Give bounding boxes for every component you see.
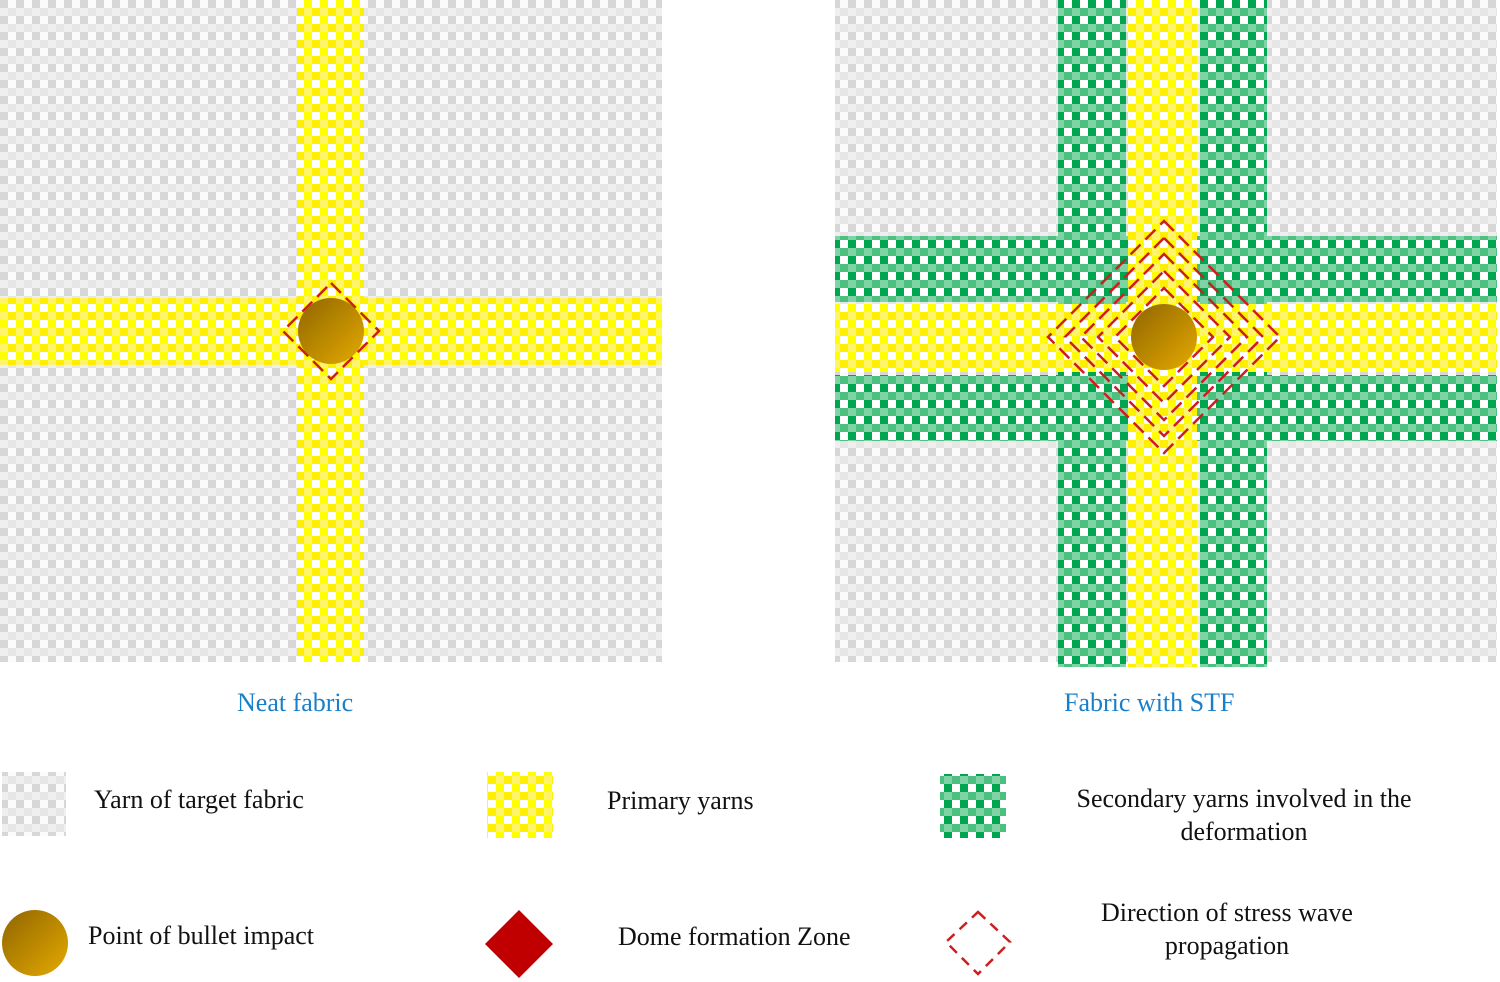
- stf-fabric-caption: Fabric with STF: [1064, 688, 1235, 717]
- gold-circle-icon: [2, 910, 68, 976]
- yellow-weave-swatch-icon: [487, 772, 553, 838]
- dashed-red-diamond-icon: [944, 910, 1012, 976]
- legend-label-target-yarn: Yarn of target fabric: [94, 785, 304, 814]
- legend-label-bullet-impact: Point of bullet impact: [88, 921, 315, 950]
- red-diamond-icon: [485, 910, 553, 978]
- stress-wave-ring: [281, 281, 381, 381]
- green-weave-swatch-icon: [940, 774, 1006, 838]
- legend-label-primary-yarn: Primary yarns: [607, 786, 754, 815]
- neat-fabric-caption: Neat fabric: [237, 688, 354, 717]
- legend-label-secondary-line2: deformation: [1180, 817, 1308, 846]
- legend-label-stress-wave-line2: propagation: [1164, 931, 1290, 960]
- bullet-impact-point: [298, 298, 364, 364]
- stf-fabric-panel: [835, 0, 1497, 667]
- bullet-impact-point: [1131, 304, 1197, 370]
- legend-label-stress-wave: Direction of stress wave propagation: [1066, 896, 1388, 962]
- stress-wave-rings: [1046, 219, 1282, 455]
- gray-weave-swatch-icon: [2, 772, 66, 836]
- legend-label-secondary-line1: Secondary yarns involved in the: [1076, 784, 1412, 813]
- neat-fabric-panel: [0, 0, 662, 662]
- legend-label-dome-zone: Dome formation Zone: [618, 922, 851, 951]
- legend-label-secondary-yarn: Secondary yarns involved in the deformat…: [1044, 782, 1444, 848]
- legend-label-stress-wave-line1: Direction of stress wave: [1101, 898, 1353, 927]
